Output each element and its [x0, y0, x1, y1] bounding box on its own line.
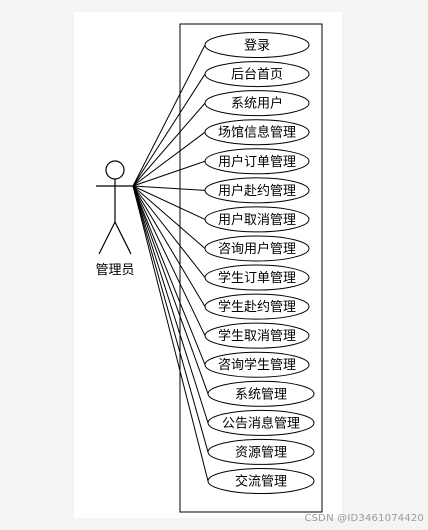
use-case-node: 资源管理	[207, 438, 315, 465]
use-case-node: 登录	[204, 32, 310, 58]
association-lines	[132, 44, 209, 482]
use-case-ellipse	[204, 293, 310, 320]
use-case-ellipse	[204, 264, 310, 291]
association-line	[132, 160, 206, 187]
use-case-node: 系统用户	[204, 90, 310, 117]
use-case-label: 后台首页	[231, 68, 283, 83]
association-line	[132, 185, 206, 336]
use-case-node: 交流管理	[207, 468, 315, 494]
use-case-label: 学生赴约管理	[218, 299, 296, 315]
actor-label: 管理员	[95, 263, 134, 278]
use-case-node: 用户赴约管理	[204, 177, 310, 204]
use-case-ellipse	[204, 235, 310, 262]
actor-right-leg	[114, 221, 132, 255]
association-line	[132, 185, 206, 191]
use-case-node: 公告消息管理	[207, 409, 315, 436]
use-case-node: 用户取消管理	[204, 206, 310, 233]
use-case-ellipse	[207, 438, 315, 465]
association-line	[132, 44, 206, 187]
use-case-label: 用户取消管理	[218, 212, 296, 228]
use-case-label: 学生订单管理	[218, 270, 296, 286]
association-line	[132, 185, 206, 249]
use-case-ellipse	[204, 148, 310, 175]
use-case-label: 登录	[244, 39, 270, 54]
association-line	[132, 185, 209, 453]
use-case-label: 系统管理	[235, 387, 287, 402]
use-case-ellipse	[207, 409, 315, 436]
use-case-label: 咨询学生管理	[218, 357, 296, 373]
association-line	[132, 102, 206, 187]
use-case-node: 系统管理	[207, 380, 315, 407]
association-line	[132, 185, 206, 307]
use-case-label: 场馆信息管理	[218, 125, 296, 141]
use-case-node: 后台首页	[204, 61, 310, 88]
use-case-ellipse	[204, 177, 310, 204]
use-case-label: 交流管理	[235, 474, 287, 490]
use-case-ellipse	[207, 380, 315, 407]
use-case-ellipse	[204, 32, 310, 58]
use-case-list: 登录后台首页系统用户场馆信息管理用户订单管理用户赴约管理用户取消管理咨询用户管理…	[204, 32, 315, 494]
use-case-ellipse	[204, 322, 310, 349]
use-case-node: 咨询用户管理	[204, 235, 310, 262]
use-case-label: 学生取消管理	[218, 328, 296, 344]
use-case-label: 用户订单管理	[218, 154, 296, 170]
use-case-label: 公告消息管理	[222, 415, 300, 431]
use-case-ellipse	[204, 119, 310, 146]
use-case-label: 系统用户	[231, 96, 283, 112]
association-line	[132, 73, 206, 187]
actor-left-leg	[98, 221, 116, 255]
use-case-node: 学生取消管理	[204, 322, 310, 349]
use-case-label: 咨询用户管理	[218, 241, 296, 257]
actor-head	[105, 160, 125, 180]
system-boundary	[179, 23, 323, 513]
association-line	[132, 185, 209, 394]
use-case-ellipse	[207, 468, 315, 494]
use-case-ellipse	[204, 351, 310, 378]
actor-figure: 管理员	[95, 160, 135, 278]
association-line	[132, 185, 206, 220]
association-line	[132, 185, 206, 365]
association-line	[132, 185, 209, 482]
use-case-label: 资源管理	[235, 445, 287, 460]
association-line	[132, 131, 206, 187]
use-case-node: 用户订单管理	[204, 148, 310, 175]
use-case-ellipse	[204, 90, 310, 117]
use-case-ellipse	[204, 206, 310, 233]
use-case-ellipse	[204, 61, 310, 88]
use-case-node: 场馆信息管理	[204, 119, 310, 146]
use-case-node: 学生订单管理	[204, 264, 310, 291]
use-case-node: 学生赴约管理	[204, 293, 310, 320]
association-line	[132, 185, 206, 278]
use-case-node: 咨询学生管理	[204, 351, 310, 378]
use-case-label: 用户赴约管理	[218, 183, 296, 199]
watermark: CSDN @ID3461074420	[304, 513, 424, 524]
association-line	[132, 185, 209, 424]
